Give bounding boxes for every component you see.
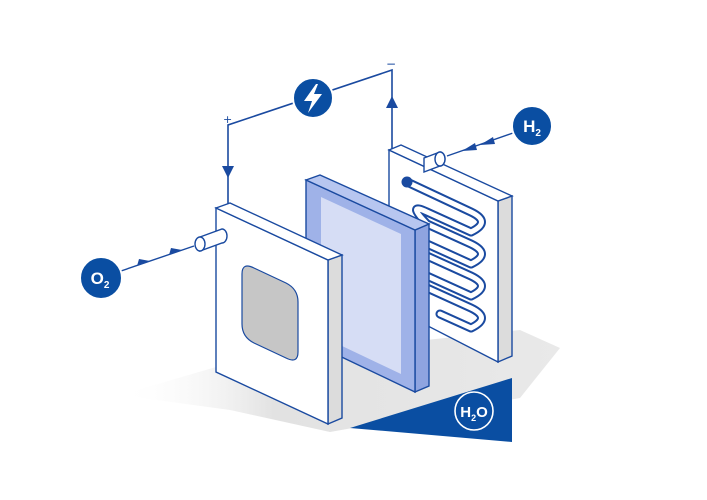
svg-text:O2: O2 xyxy=(91,269,110,291)
positive-sign: + xyxy=(223,113,232,126)
svg-text:H2O: H2O xyxy=(460,404,488,423)
hydrogen-inlet-pipe xyxy=(423,151,446,174)
hydrogen-subscript: 2 xyxy=(535,128,541,139)
water-subscript: 2 xyxy=(471,413,476,423)
oxygen-flow-line xyxy=(117,245,195,273)
channel-inlet xyxy=(401,176,413,188)
oxygen-flow-arrow-icon xyxy=(137,248,182,266)
oxygen-label-badge: O2 xyxy=(79,256,123,300)
cathode-plate xyxy=(214,202,344,426)
hydrogen-flow-line xyxy=(446,132,514,157)
hydrogen-symbol: H xyxy=(523,117,535,136)
hydrogen-flow-arrow-icon xyxy=(462,137,495,151)
current-arrow-up-icon xyxy=(386,96,398,108)
oxygen-subscript: 2 xyxy=(104,280,110,291)
oxygen-symbol: O xyxy=(91,269,104,288)
water-label-badge: H2O xyxy=(454,391,494,431)
svg-text:H2: H2 xyxy=(523,117,541,139)
power-source-badge xyxy=(292,77,334,119)
negative-sign: − xyxy=(386,57,396,71)
current-arrow-down-icon xyxy=(222,166,234,178)
water-suffix: O xyxy=(476,404,488,421)
hydrogen-label-badge: H2 xyxy=(511,105,553,147)
water-prefix: H xyxy=(460,404,471,421)
catalyst-layer xyxy=(241,265,299,361)
lightning-bolt-icon xyxy=(304,84,322,113)
oxygen-inlet-pipe xyxy=(194,228,228,252)
